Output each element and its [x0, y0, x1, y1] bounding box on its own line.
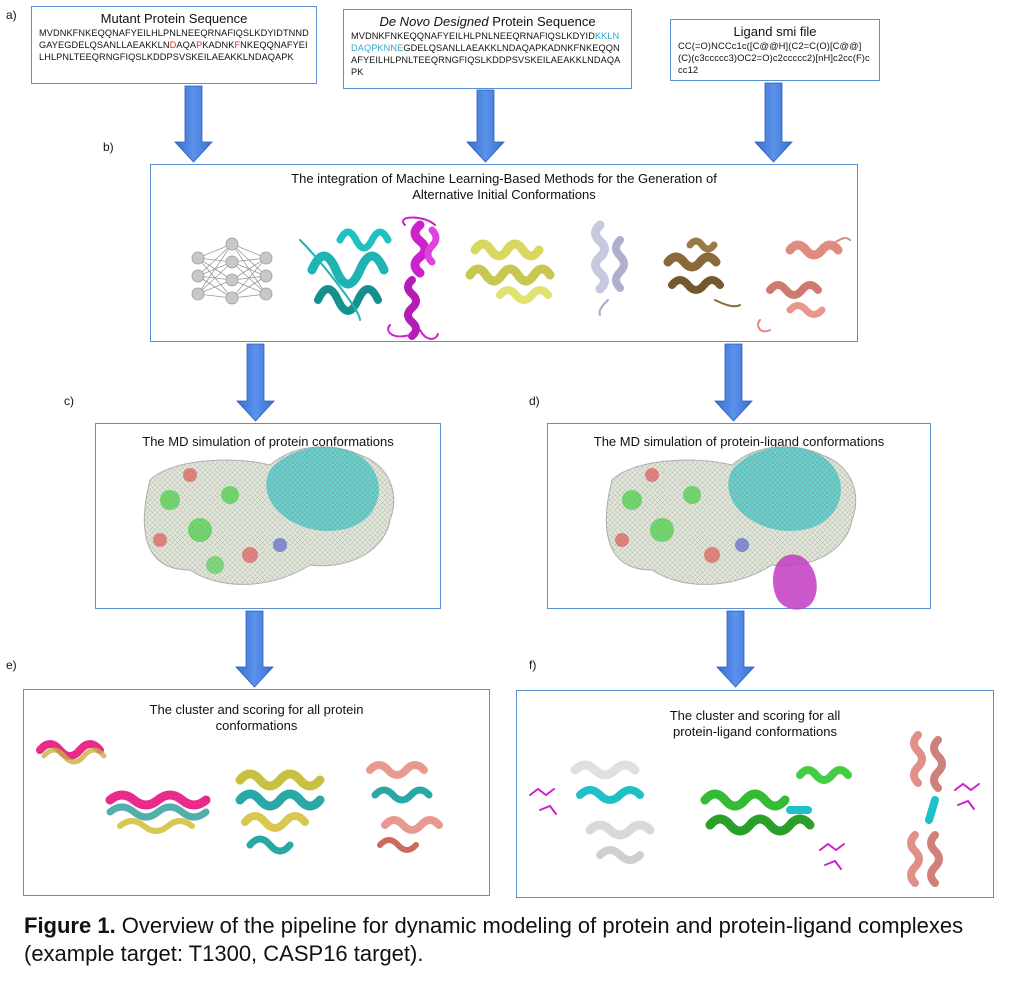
- yellow-protein-structure: [465, 239, 555, 304]
- cluster-protein-structures: [36, 740, 443, 855]
- mutant-sequence-text: MVDNKFNKEQQNAFYEILHLPNLNEEQRNAFIQSLKDYID…: [32, 27, 316, 63]
- cluster-protein-title-1: The cluster and scoring for all protein: [149, 702, 364, 717]
- cluster-protein-title-2: conformations: [215, 718, 298, 733]
- arrow-mutant-to-integration: [174, 85, 213, 163]
- lavender-protein-structure: [591, 220, 628, 316]
- figure-caption-label: Figure 1.: [24, 913, 116, 938]
- panel-label-f: f): [529, 658, 537, 672]
- arrow-md-protein-to-cluster: [235, 610, 274, 688]
- mutant-seq-part: NKEQQNAFYEILHLPNLTEEQRNGFIQSLKDDPSVSKEIL…: [39, 40, 308, 62]
- md-ligand-title: The MD simulation of protein-ligand conf…: [593, 434, 885, 449]
- salmon-protein-structure: [757, 236, 851, 333]
- figure-caption-text: Overview of the pipeline for dynamic mod…: [24, 913, 964, 966]
- denovo-seq-part: GDELQSANLLAEAKKLNDAQAPKADNKFNKEQQNAFYEIL…: [351, 43, 621, 77]
- mutant-seq-part: AQA: [176, 40, 197, 50]
- arrow-denovo-to-integration: [466, 89, 505, 163]
- mutation-residue: F: [234, 40, 241, 50]
- ml-integration-title-2: Alternative Initial Conformations: [412, 187, 596, 202]
- denovo-title-italic: De Novo Designed: [379, 14, 489, 29]
- figure-caption: Figure 1. Overview of the pipeline for d…: [24, 912, 984, 968]
- md-protein-surface: [143, 446, 395, 585]
- mutant-sequence-title: Mutant Protein Sequence: [100, 11, 248, 26]
- denovo-sequence-box: De Novo Designed Protein Sequence MVDNKF…: [343, 9, 632, 89]
- magenta-protein-structure: [387, 216, 440, 340]
- mutant-seq-part: MVDNKFNKEQQNAFYEILHLPNLNEEQRNAFIQSLKDYID…: [39, 28, 309, 50]
- brown-protein-structure: [663, 237, 741, 308]
- mutation-residue: P: [196, 40, 203, 50]
- neural-network-icon: [191, 237, 273, 305]
- mutant-seq-part: KADNK: [202, 40, 235, 50]
- ligand-smiles-title: Ligand smi file: [733, 24, 817, 39]
- panel-label-a: a): [6, 8, 17, 22]
- denovo-sequence-text: MVDNKFNKEQQNAFYEILHLPNLNEEQRNAFIQSLKDYID…: [344, 30, 631, 78]
- panel-label-b: b): [103, 140, 114, 154]
- ml-integration-title-1: The integration of Machine Learning-Base…: [291, 171, 717, 186]
- arrow-md-ligand-to-cluster: [716, 610, 755, 688]
- md-protein-title: The MD simulation of protein conformatio…: [142, 434, 394, 449]
- cluster-ligand-title-2: protein-ligand conformations: [672, 724, 838, 739]
- mutation-residue: D: [169, 40, 177, 50]
- cluster-ligand-structures: [529, 731, 980, 887]
- panel-label-e: e): [6, 658, 17, 672]
- denovo-sequence-title: De Novo Designed Protein Sequence: [344, 14, 631, 30]
- ligand-smiles-text: CC(=O)NCCc1c([C@@H](C2=C(O)[C@@](C)(c3cc…: [678, 40, 870, 75]
- flow-arrows: [174, 82, 793, 688]
- ligand-smiles-box: Ligand smi file CC(=O)NCCc1c([C@@H](C2=C…: [670, 19, 880, 81]
- denovo-title-rest: Protein Sequence: [488, 14, 596, 29]
- arrow-integration-to-md-ligand: [714, 343, 753, 422]
- arrow-ligand-to-integration: [754, 82, 793, 163]
- panel-label-d: d): [529, 394, 540, 408]
- denovo-seq-part: MVDNKFNKEQQNAFYEILHLPNLNEEQRNAFIQSLKDYID: [351, 31, 595, 41]
- panel-label-c: c): [64, 394, 74, 408]
- arrow-integration-to-md-protein: [236, 343, 275, 422]
- cluster-ligand-title-1: The cluster and scoring for all: [669, 708, 841, 723]
- cyan-protein-structure: [299, 228, 392, 321]
- md-ligand-surface: [605, 446, 857, 610]
- designed-insertion: KKLNDAQPKNNE: [351, 31, 620, 53]
- mutant-sequence-box: Mutant Protein Sequence MVDNKFNKEQQNAFYE…: [31, 6, 317, 84]
